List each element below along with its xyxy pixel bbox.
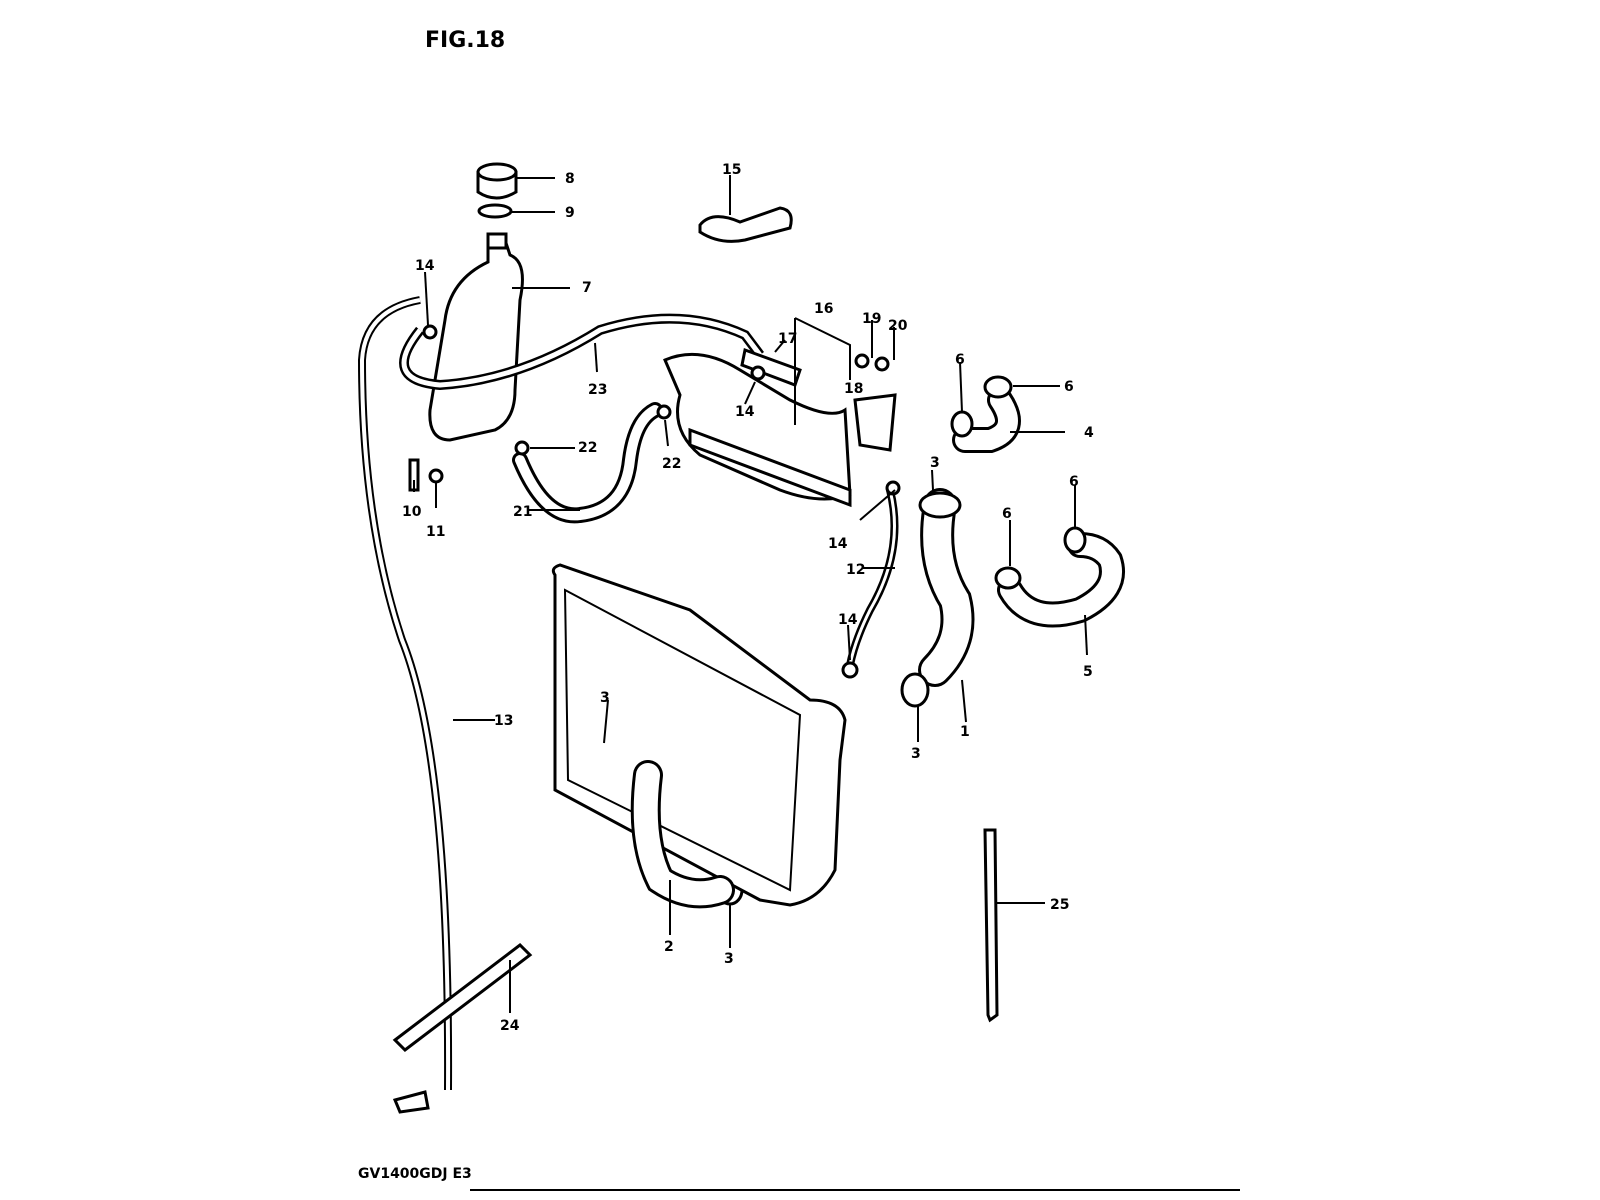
callout-9: 9 [565,205,575,221]
callout-22: 22 [662,456,681,472]
model-code: GV1400GDJ E3 [358,1166,472,1182]
callout-1: 1 [960,724,970,740]
callout-18: 18 [844,381,863,397]
callout-3: 3 [930,455,940,471]
washer-11 [428,468,444,484]
filler-plate [853,393,897,452]
radiator-core [563,588,802,892]
nut [854,353,870,369]
callout-6: 6 [1064,379,1074,395]
callout-6: 6 [1002,506,1012,522]
reservoir-tank [428,238,524,442]
callout-7: 7 [582,280,592,296]
callout-24: 24 [500,1018,520,1034]
callout-10: 10 [402,504,422,520]
callout-14: 14 [838,612,858,628]
callout-4: 4 [1084,425,1094,441]
strap-24 [392,943,533,1052]
callout-22: 22 [578,440,597,456]
callout-3: 3 [600,690,610,706]
bracket [698,206,793,243]
callout-14: 14 [735,404,755,420]
leader-lines [413,175,1088,1013]
tank-neck [486,232,508,250]
cap-gasket [477,203,513,219]
callout-25: 25 [1050,897,1069,913]
callout-21: 21 [513,504,532,520]
callout-17: 17 [778,331,797,347]
cable-tie-25 [983,828,999,1023]
filler-bracket [688,427,852,508]
callout-23: 23 [588,382,607,398]
callout-13: 13 [494,713,513,729]
callout-14: 14 [415,258,435,274]
radiator-cap [476,162,518,200]
callout-11: 11 [426,524,445,540]
callout-6: 6 [1069,474,1079,490]
bolt [408,458,420,492]
callout-16: 16 [814,301,833,317]
callout-14: 14 [828,536,848,552]
callout-6: 6 [955,352,965,368]
callout-5: 5 [1083,664,1093,680]
washer [874,356,890,372]
callout-3: 3 [911,746,921,762]
callout-12: 12 [846,562,865,578]
clip [392,1090,430,1114]
callout-2: 2 [664,939,674,955]
radiator [551,563,847,907]
callout-20: 20 [888,318,908,334]
figure-title: FIG.18 [425,28,505,53]
callout-19: 19 [862,311,881,327]
callout-15: 15 [722,162,741,178]
callout-8: 8 [565,171,575,187]
callout-3: 3 [724,951,734,967]
